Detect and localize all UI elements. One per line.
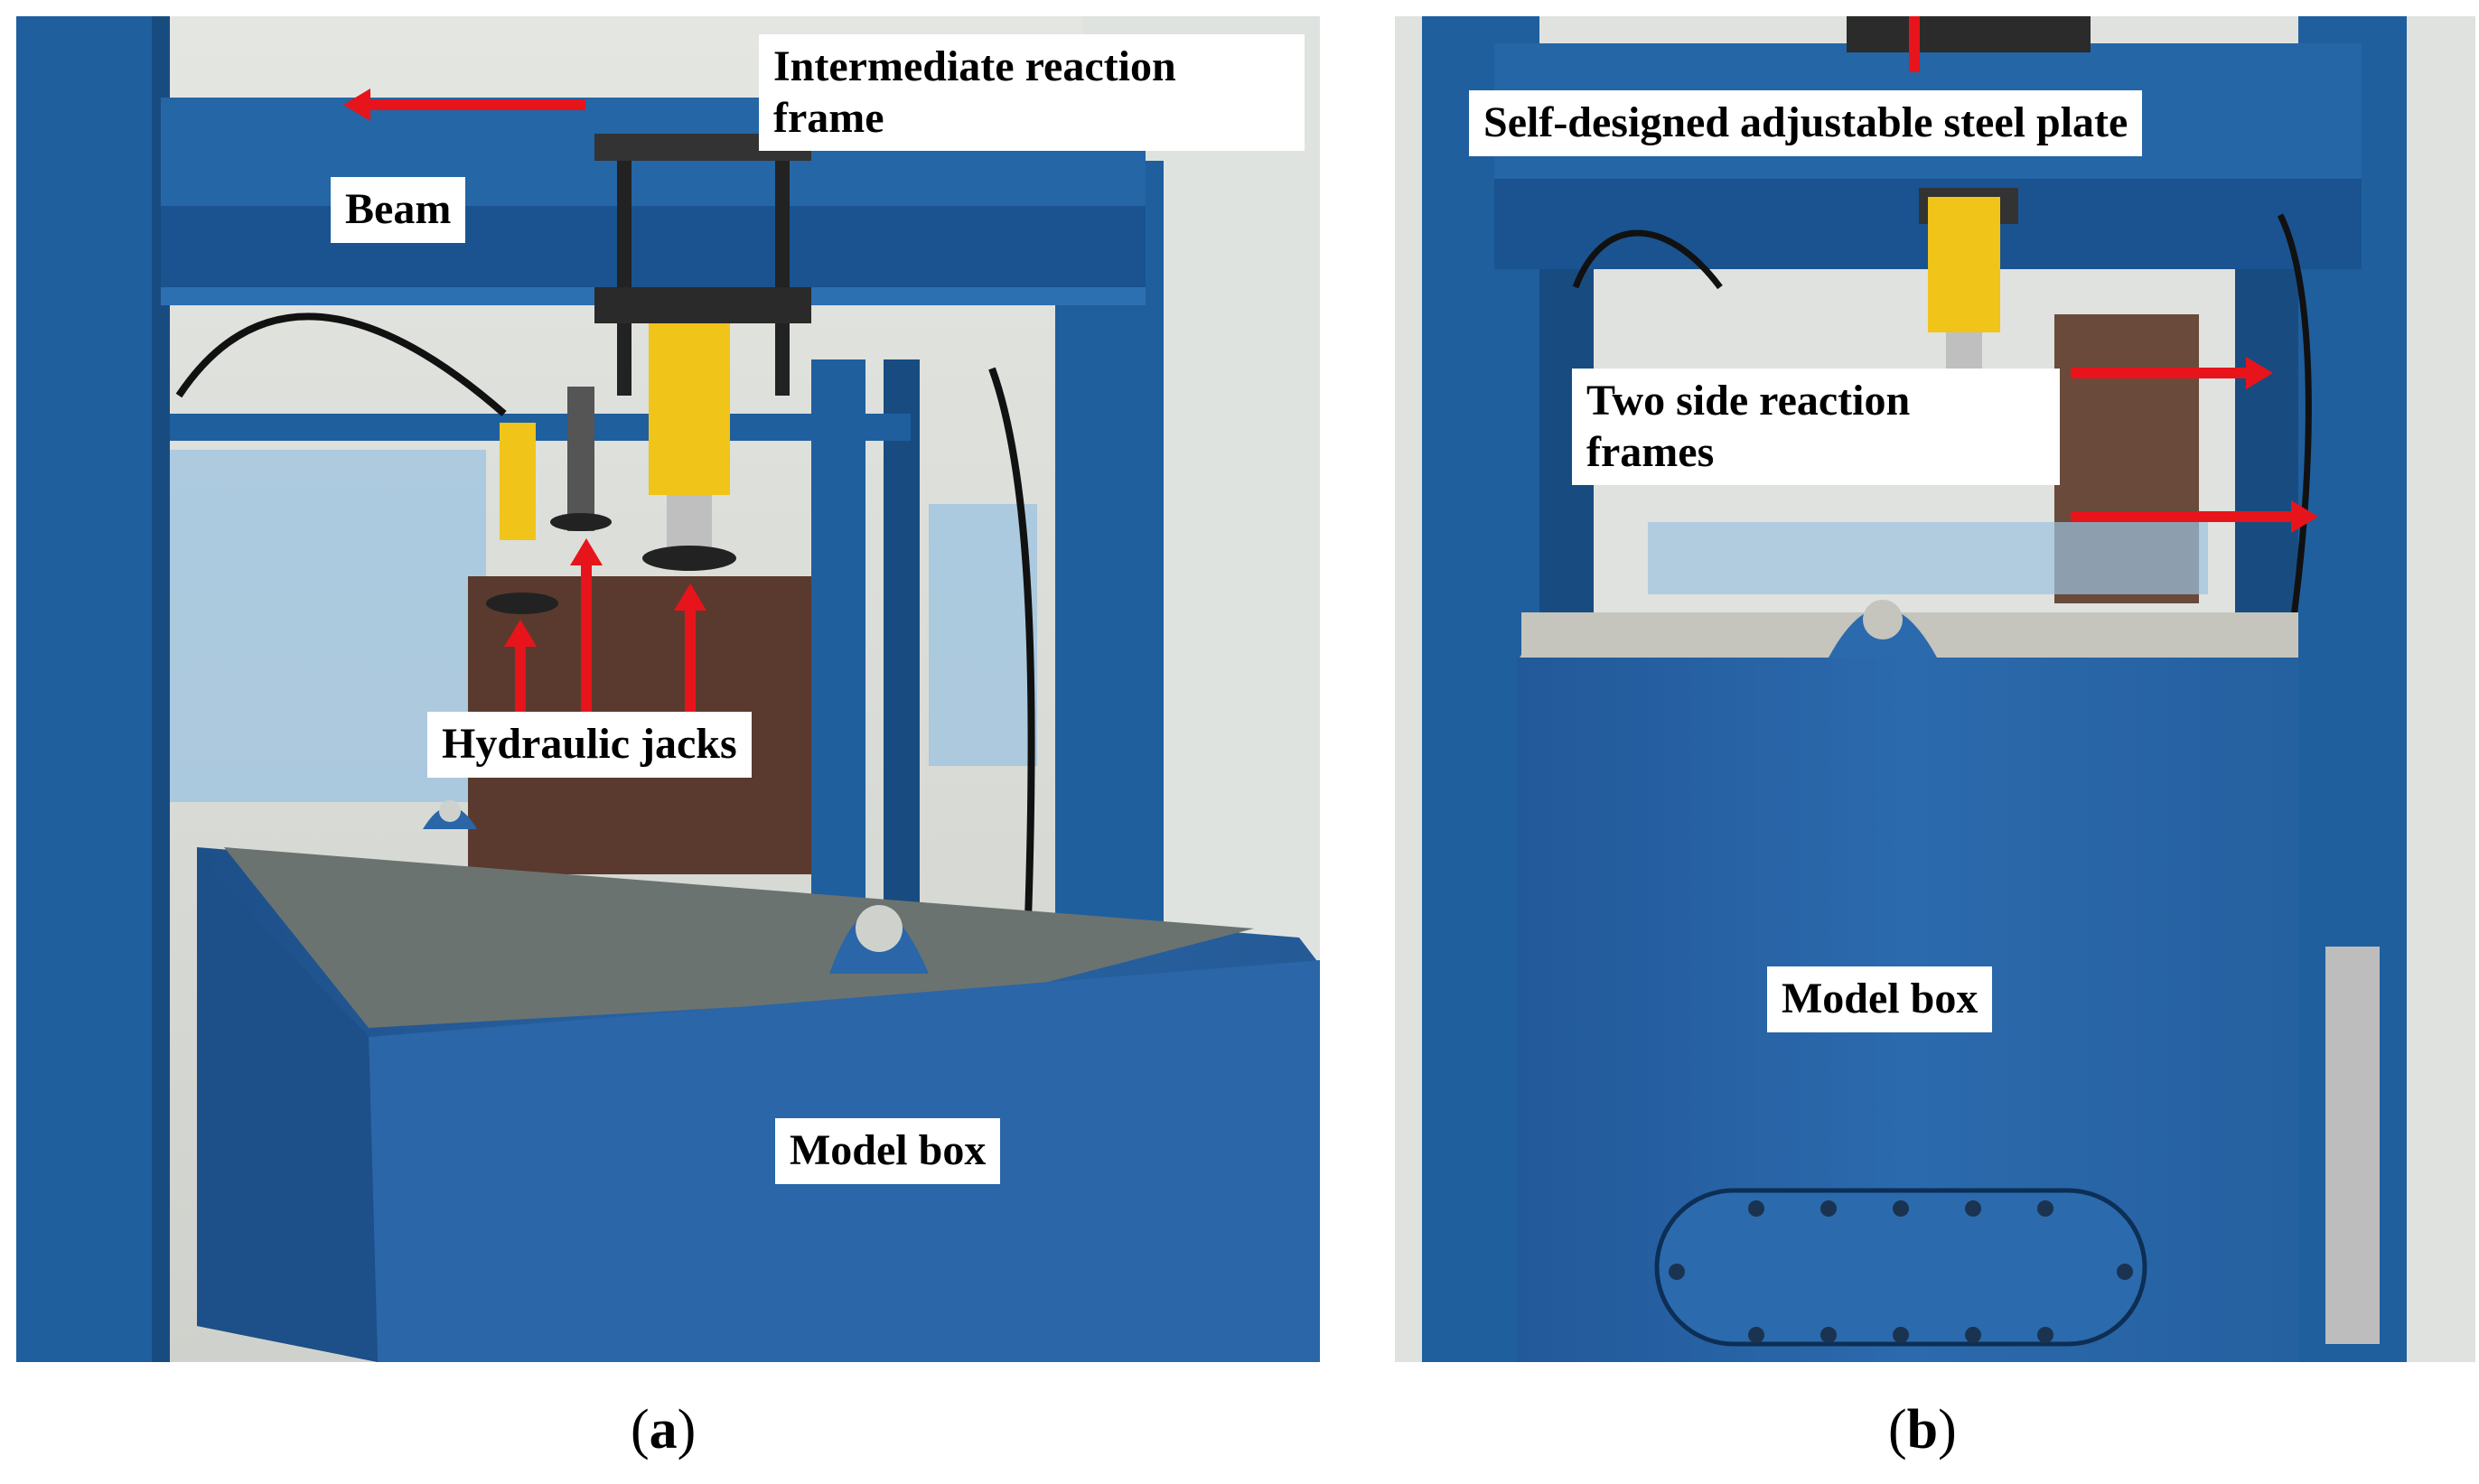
bolted-access-panel bbox=[1654, 1188, 2147, 1347]
jack-large bbox=[649, 323, 730, 495]
adjustable-steel-plate bbox=[1847, 16, 2091, 52]
jack-small bbox=[500, 423, 536, 540]
arrow-intermediate-frame bbox=[360, 99, 585, 110]
arrow-steel-plate bbox=[1909, 16, 1920, 72]
arrow-jack-2 bbox=[581, 558, 592, 730]
left-column bbox=[16, 16, 152, 1362]
jack bbox=[1928, 197, 2000, 332]
arrow-jack-1 bbox=[515, 639, 526, 730]
label-model-box-a: Model box bbox=[775, 1118, 1001, 1184]
frame-rod-left bbox=[617, 143, 631, 396]
caption-b-letter: b bbox=[1906, 1399, 1939, 1461]
caption-b-close: ) bbox=[1938, 1399, 1957, 1461]
jack-middle bbox=[567, 387, 594, 531]
inner-column bbox=[811, 359, 865, 919]
label-beam: Beam bbox=[331, 177, 466, 243]
label-two-side-reaction-frames: Two side reaction frames bbox=[1572, 369, 2060, 486]
frame-rod-right bbox=[775, 143, 790, 396]
label-model-box-b: Model box bbox=[1767, 966, 1993, 1032]
blurred-screen-right bbox=[929, 504, 1037, 766]
caption-a: (a) bbox=[631, 1398, 696, 1462]
caption-b: (b) bbox=[1888, 1398, 1957, 1462]
arrow-side-frame-2 bbox=[2071, 511, 2297, 522]
arrow-side-frame-1 bbox=[2071, 368, 2251, 378]
pipe bbox=[2325, 947, 2380, 1344]
label-hydraulic-jacks: Hydraulic jacks bbox=[427, 712, 752, 778]
photo-panel-a: Intermediate reaction frame Beam Hydraul… bbox=[16, 16, 1320, 1362]
arrow-jack-3 bbox=[685, 603, 696, 730]
loading-apparatus-photo-b bbox=[1395, 16, 2475, 1362]
caption-a-close: ) bbox=[677, 1399, 697, 1461]
blurred-screen bbox=[1648, 522, 2208, 594]
model-box-surface bbox=[224, 847, 1254, 1028]
label-intermediate-reaction-frame: Intermediate reaction frame bbox=[759, 34, 1305, 152]
caption-a-letter: a bbox=[649, 1399, 678, 1461]
reaction-plate bbox=[594, 287, 811, 323]
loading-apparatus-photo-a bbox=[16, 16, 1320, 1362]
caption-a-open: ( bbox=[631, 1399, 650, 1461]
caption-b-open: ( bbox=[1888, 1399, 1907, 1461]
label-steel-plate: Self-designed adjustable steel plate bbox=[1469, 90, 2143, 156]
photo-panel-b: Self-designed adjustable steel plate Two… bbox=[1395, 16, 2475, 1362]
